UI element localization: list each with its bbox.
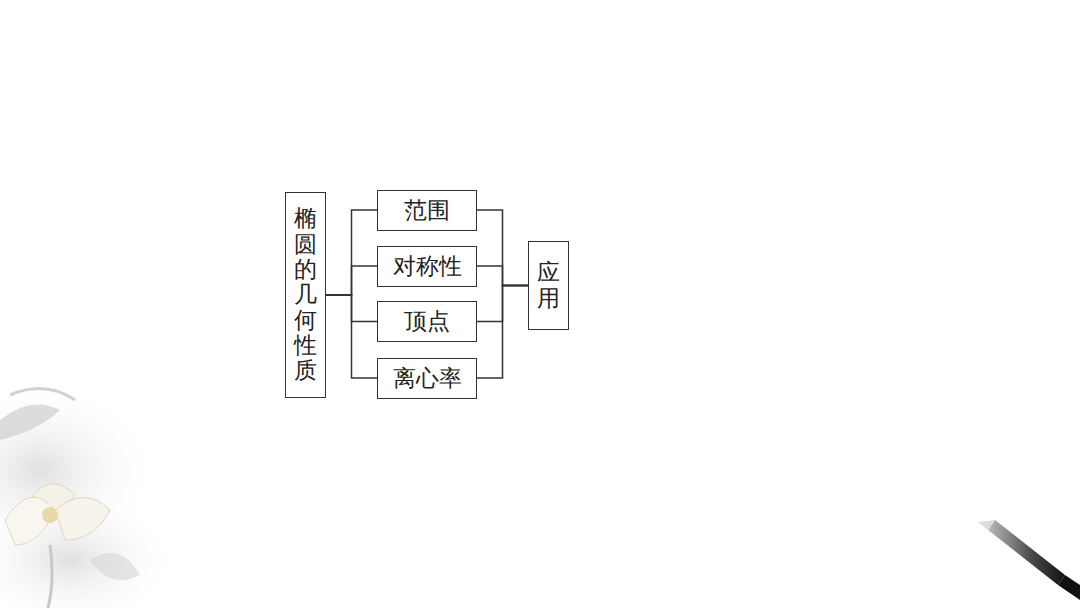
property-box: 对称性 bbox=[377, 246, 477, 287]
lotus-painting bbox=[0, 380, 180, 608]
bracket-connector bbox=[326, 210, 377, 295]
box-label: 顶点 bbox=[404, 306, 450, 337]
bracket-connector bbox=[326, 295, 377, 378]
property-box: 顶点 bbox=[377, 301, 477, 342]
box-label: 对称性 bbox=[393, 251, 462, 282]
bracket-connector bbox=[326, 266, 377, 295]
box-label: 范围 bbox=[404, 195, 450, 226]
bracket-connector bbox=[477, 286, 528, 379]
box-label: 离心率 bbox=[393, 363, 462, 394]
vertical-label: 应用 bbox=[537, 260, 560, 311]
topic-box: 椭圆的几何性质 bbox=[285, 192, 326, 398]
bracket-connector bbox=[477, 210, 528, 286]
bracket-connector bbox=[477, 266, 528, 286]
application-box: 应用 bbox=[528, 241, 569, 330]
property-box: 离心率 bbox=[377, 358, 477, 399]
vertical-label: 椭圆的几何性质 bbox=[294, 206, 317, 383]
property-box: 范围 bbox=[377, 190, 477, 231]
brush-pen bbox=[978, 520, 1080, 600]
